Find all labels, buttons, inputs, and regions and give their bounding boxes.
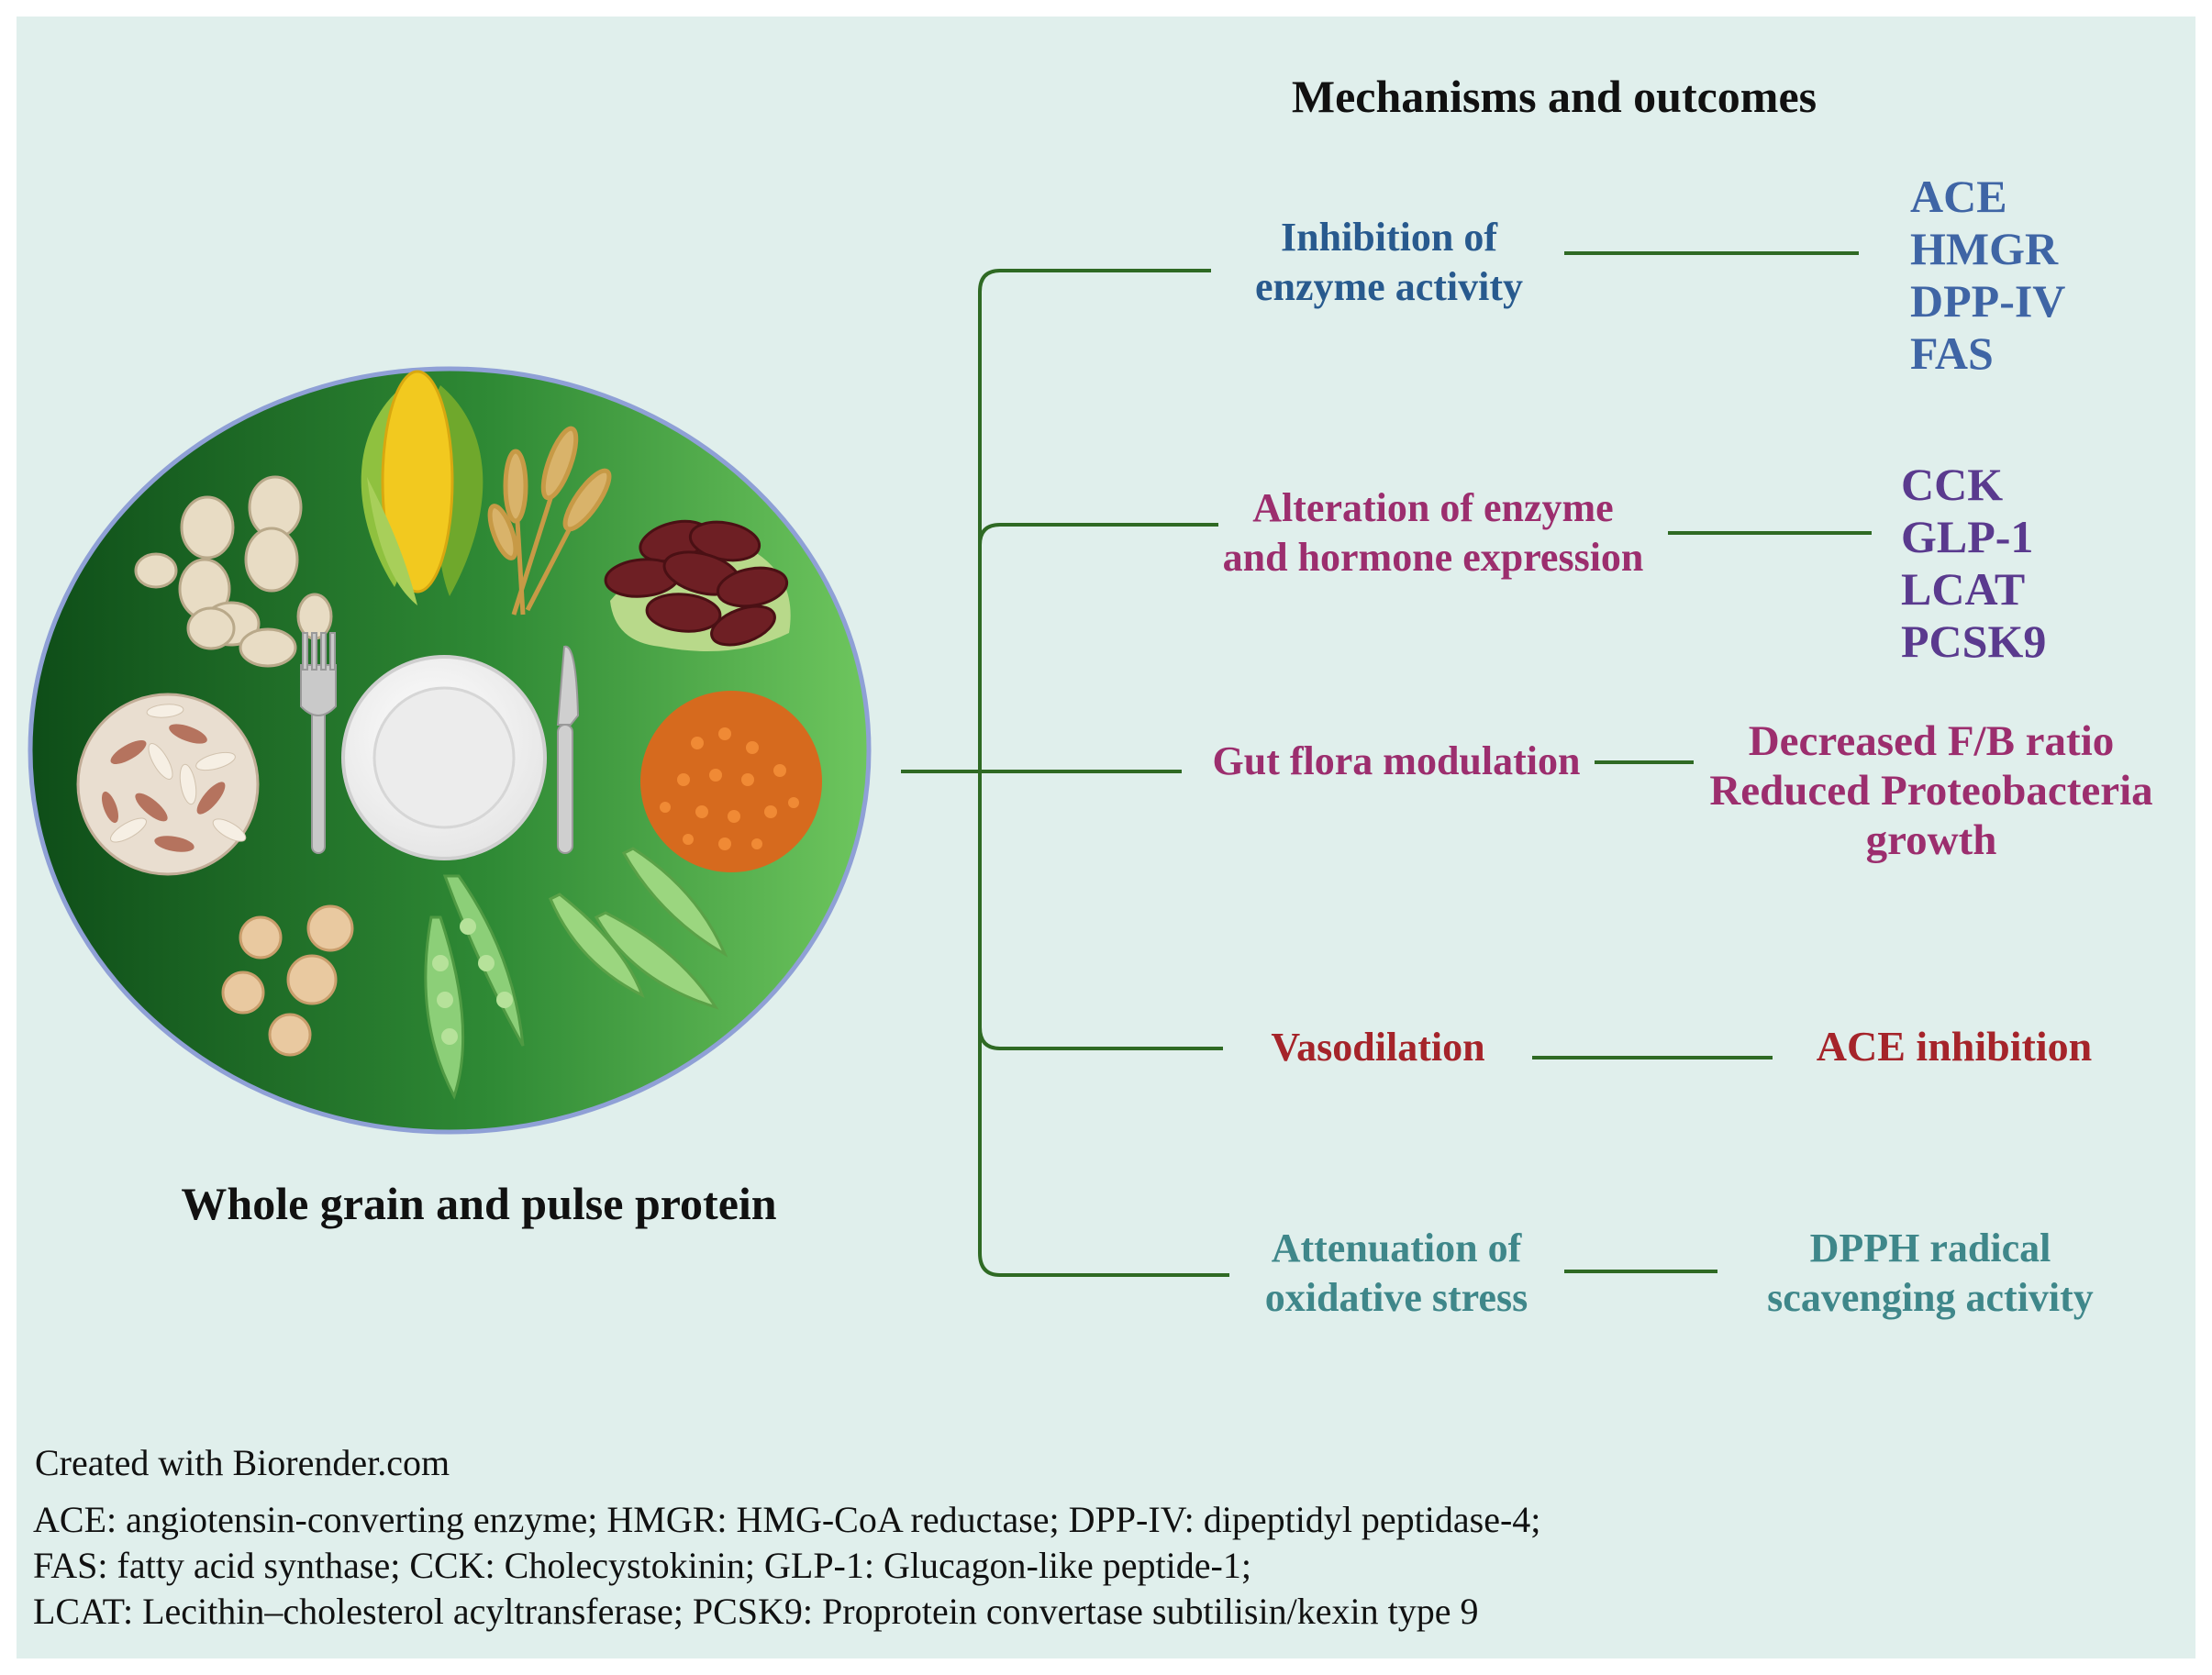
outcome-line: PCSK9 bbox=[1901, 616, 2047, 667]
credit-note: Created with Biorender.com bbox=[35, 1442, 450, 1483]
mechanism-line: oxidative stress bbox=[1264, 1275, 1528, 1320]
outcome-expression-alteration: CCK GLP-1 LCAT PCSK9 bbox=[1901, 459, 2046, 668]
outcome-line: scavenging activity bbox=[1767, 1275, 2094, 1320]
outcome-oxidative-stress: DPPH radical scavenging activity bbox=[1767, 1224, 2094, 1323]
abbreviation-line: LCAT: Lecithin–cholesterol acyltransfera… bbox=[33, 1591, 1479, 1632]
outcome-vasodilation: ACE inhibition bbox=[1817, 1020, 2092, 1072]
outcome-line: DPPH radical bbox=[1809, 1226, 2051, 1270]
abbreviation-line: FAS: fatty acid synthase; CCK: Cholecyst… bbox=[33, 1545, 1251, 1586]
abbreviation-line: ACE: angiotensin-converting enzyme; HMGR… bbox=[33, 1499, 1541, 1540]
left-panel-title: Whole grain and pulse protein bbox=[181, 1178, 777, 1229]
plate-icon bbox=[341, 655, 547, 860]
outcome-line: GLP-1 bbox=[1901, 511, 2034, 562]
outcome-line: Reduced Proteobacteria bbox=[1709, 767, 2153, 815]
mechanism-line: Attenuation of bbox=[1271, 1226, 1522, 1270]
corn-icon bbox=[361, 370, 484, 605]
abbreviations-legend: ACE: angiotensin-converting enzyme; HMGR… bbox=[33, 1497, 1540, 1635]
outcome-line: Decreased F/B ratio bbox=[1748, 717, 2115, 765]
mechanism-line: Gut flora modulation bbox=[1212, 738, 1581, 783]
kidney-beans-icon bbox=[604, 519, 791, 651]
outcome-line: DPP-IV bbox=[1910, 275, 2066, 327]
lentils-icon bbox=[640, 691, 822, 872]
mechanism-line: and hormone expression bbox=[1222, 535, 1644, 580]
outcome-gut-flora: Decreased F/B ratio Reduced Proteobacter… bbox=[1709, 716, 2152, 865]
mechanism-line: enzyme activity bbox=[1255, 264, 1523, 309]
outcome-line: FAS bbox=[1910, 327, 1994, 379]
mechanism-line: Alteration of enzyme bbox=[1252, 485, 1614, 530]
knife-icon bbox=[556, 645, 580, 854]
pea-pods-icon bbox=[424, 874, 525, 1100]
mechanism-line: Inhibition of bbox=[1281, 215, 1497, 260]
outcome-line: LCAT bbox=[1901, 563, 2026, 615]
wheat-icon bbox=[487, 426, 612, 616]
outcome-line: ACE bbox=[1910, 171, 2007, 222]
mechanism-oxidative-stress: Attenuation of oxidative stress bbox=[1265, 1224, 1528, 1323]
outcome-line: CCK bbox=[1901, 459, 2004, 510]
mechanism-gut-flora: Gut flora modulation bbox=[1213, 737, 1581, 786]
rice-icon bbox=[76, 693, 260, 876]
green-beans-icon bbox=[549, 847, 728, 1010]
outcome-line: ACE inhibition bbox=[1816, 1023, 2093, 1070]
outcome-line: growth bbox=[1865, 816, 1997, 864]
mechanism-expression-alteration: Alteration of enzyme and hormone express… bbox=[1223, 483, 1644, 582]
connector-lines bbox=[901, 251, 1872, 1277]
mechanism-line: Vasodilation bbox=[1271, 1025, 1485, 1070]
right-panel-title: Mechanisms and outcomes bbox=[1291, 71, 1817, 122]
mechanism-enzyme-inhibition: Inhibition of enzyme activity bbox=[1255, 213, 1523, 312]
outcome-line: HMGR bbox=[1910, 223, 2059, 274]
branch-line bbox=[978, 523, 1218, 546]
mechanism-vasodilation: Vasodilation bbox=[1271, 1023, 1484, 1072]
fork-icon bbox=[300, 632, 337, 854]
branch-line bbox=[978, 1026, 1223, 1050]
chickpeas-icon bbox=[221, 904, 354, 1057]
outcome-enzyme-inhibition: ACE HMGR DPP-IV FAS bbox=[1910, 171, 2065, 380]
oats-icon bbox=[134, 475, 333, 668]
